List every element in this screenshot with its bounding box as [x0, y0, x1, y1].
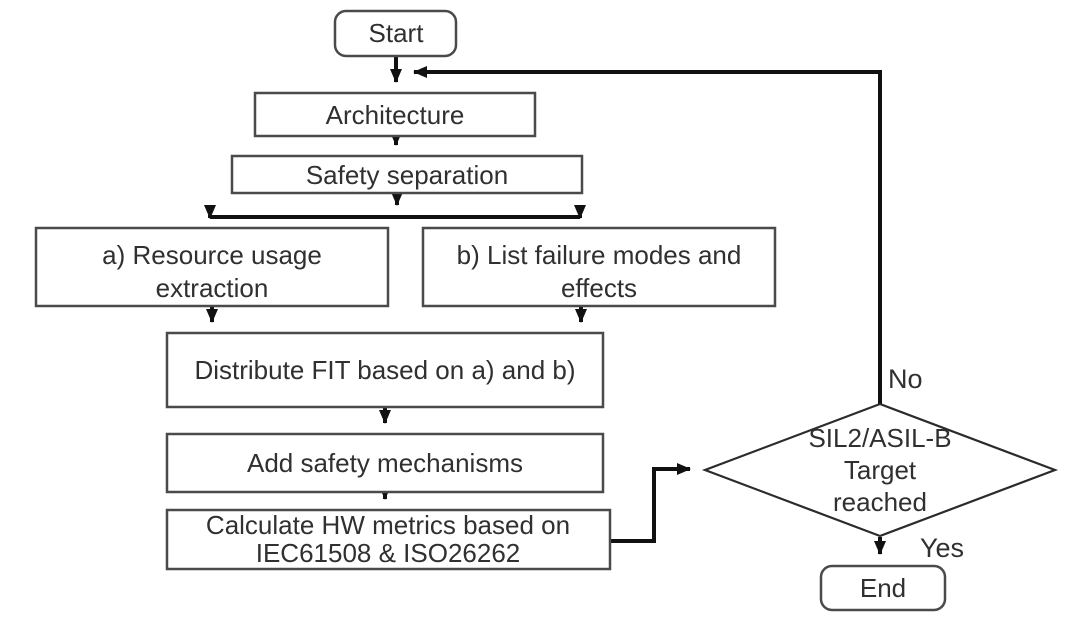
add-safety-mechanisms-label: Add safety mechanisms — [247, 448, 523, 478]
add-safety-mechanisms-node: Add safety mechanisms — [165, 432, 605, 494]
end-label: End — [860, 573, 906, 603]
edge-calculate-decision — [610, 463, 691, 543]
end-node: End — [819, 564, 947, 612]
decision-node: SIL2/ASIL-B Target reached — [701, 402, 1059, 538]
calculate-metrics-node: Calculate HW metrics based on IEC61508 &… — [165, 508, 612, 571]
architecture-label: Architecture — [326, 100, 465, 130]
failure-modes-node: b) List failure modes and effects — [421, 226, 777, 308]
architecture-node: Architecture — [253, 91, 537, 138]
distribute-fit-label: Distribute FIT based on a) and b) — [194, 355, 575, 385]
edge-label-no: No — [888, 364, 923, 394]
decision-label-line3: reached — [833, 487, 927, 517]
calculate-metrics-label-line2: IEC61508 & ISO26262 — [256, 538, 521, 568]
distribute-fit-node: Distribute FIT based on a) and b) — [165, 331, 605, 409]
decision-label-line2: Target — [844, 455, 917, 485]
resource-usage-label-line2: extraction — [156, 273, 269, 303]
safety-separation-node: Safety separation — [230, 154, 584, 195]
start-node: Start — [333, 9, 458, 58]
failure-modes-label-line1: b) List failure modes and — [457, 240, 742, 270]
edge-no-feedback — [413, 66, 882, 404]
safety-separation-label: Safety separation — [306, 160, 508, 190]
edge-label-yes: Yes — [920, 533, 964, 563]
failure-modes-label-line2: effects — [561, 273, 637, 303]
start-label: Start — [369, 18, 425, 48]
resource-usage-label-line1: a) Resource usage — [102, 240, 322, 270]
calculate-metrics-label-line1: Calculate HW metrics based on — [206, 510, 570, 540]
decision-label-line1: SIL2/ASIL-B — [808, 423, 951, 453]
resource-usage-node: a) Resource usage extraction — [34, 226, 390, 308]
